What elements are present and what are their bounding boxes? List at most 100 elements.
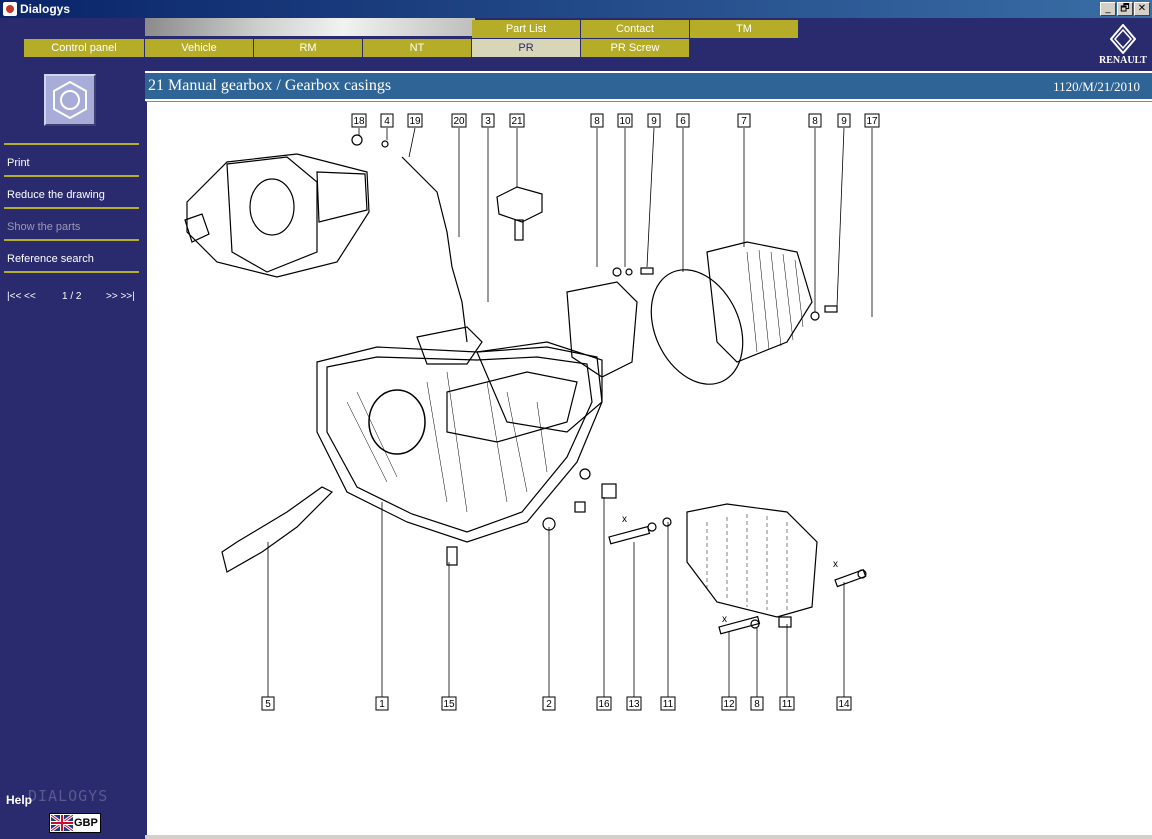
- callout-top-part-number[interactable]: 9: [651, 116, 657, 127]
- o-ring-illustration: [650, 269, 744, 385]
- close-button[interactable]: ✕: [1134, 2, 1150, 16]
- callout-bottom-part-number[interactable]: 11: [663, 699, 674, 710]
- restore-button[interactable]: 🗗: [1117, 2, 1133, 16]
- callout-box[interactable]: [596, 696, 612, 711]
- header-decorative-stripe: [145, 18, 475, 36]
- callout-box[interactable]: [407, 113, 423, 128]
- nav-tm-button[interactable]: TM: [690, 20, 799, 38]
- nav-control-panel-button[interactable]: Control panel: [24, 39, 145, 57]
- window-title: Dialogys: [20, 2, 71, 16]
- callout-bottom-part-number[interactable]: 12: [723, 699, 735, 710]
- fasteners-illustration: [351, 134, 867, 635]
- callout-top-part-number[interactable]: 20: [453, 116, 465, 127]
- gearbox-overview-illustration: [184, 153, 370, 278]
- callout-leaders: [267, 127, 873, 697]
- nav-nt-button[interactable]: NT: [363, 39, 472, 57]
- callout-bottom-part-number[interactable]: 5: [265, 699, 271, 710]
- pager-first-prev[interactable]: |<< <<: [7, 291, 36, 302]
- callout-box[interactable]: [351, 113, 367, 128]
- sidebar-divider: [4, 239, 139, 241]
- callout-box[interactable]: [808, 113, 822, 128]
- callout-box[interactable]: [375, 696, 389, 711]
- gearbox-casing-illustration: [316, 326, 603, 543]
- sidebar-divider: [4, 271, 139, 273]
- nav-pr-screw-button[interactable]: PR Screw: [581, 39, 690, 57]
- callout-top-part-number[interactable]: 19: [409, 116, 421, 127]
- callout-box[interactable]: [836, 696, 852, 711]
- pager-current-page: 1 / 2: [62, 291, 82, 302]
- nav-contact-button[interactable]: Contact: [581, 20, 690, 38]
- callout-box[interactable]: [380, 113, 394, 128]
- callout-top-part-number[interactable]: 10: [619, 116, 631, 127]
- breather-pipe-illustration: [401, 156, 468, 343]
- callout-bottom-part-number[interactable]: 1: [379, 699, 385, 710]
- callout-top-part-number[interactable]: 8: [812, 116, 818, 127]
- callout-bottom-part-number[interactable]: 13: [628, 699, 640, 710]
- callout-top-part-number[interactable]: 7: [741, 116, 747, 127]
- sidebar-item-print[interactable]: Print: [7, 157, 30, 169]
- callout-box[interactable]: [721, 696, 737, 711]
- pager-next-last[interactable]: >> >>|: [106, 291, 135, 302]
- minimize-button[interactable]: _: [1100, 2, 1116, 16]
- callout-box[interactable]: [779, 696, 795, 711]
- sidebar-item-reference-search[interactable]: Reference search: [7, 253, 94, 265]
- callout-bottom-part-number[interactable]: 2: [546, 699, 552, 710]
- sidebar-divider: [4, 143, 139, 145]
- callout-box[interactable]: [737, 113, 751, 128]
- callout-top-part-number[interactable]: 17: [866, 116, 878, 127]
- callout-box[interactable]: [590, 113, 604, 128]
- callout-box[interactable]: [542, 696, 556, 711]
- bottom-cover-plate-illustration: [686, 503, 818, 618]
- callout-top-part-number[interactable]: 18: [353, 116, 365, 127]
- breather-cap-illustration: [496, 186, 543, 241]
- page-title: 21 Manual gearbox / Gearbox casings: [148, 77, 392, 94]
- currency-selector[interactable]: GBP: [49, 813, 101, 833]
- currency-code: GBP: [74, 817, 98, 829]
- callout-top-part-number[interactable]: 21: [511, 116, 523, 127]
- renault-logo: RENAULT: [1096, 24, 1150, 70]
- renault-brand-text: RENAULT: [1099, 55, 1147, 66]
- document-reference: 1120/M/21/2010: [1053, 79, 1140, 94]
- callout-box[interactable]: [660, 696, 676, 711]
- callout-box[interactable]: [626, 696, 642, 711]
- dialogys-watermark: DIALOGYS: [28, 787, 109, 805]
- callout-box[interactable]: [647, 113, 661, 128]
- sidebar: Print Reduce the drawing Show the parts …: [0, 71, 145, 839]
- callout-box[interactable]: [837, 113, 851, 128]
- nav-part-list-button[interactable]: Part List: [472, 20, 581, 38]
- callout-box[interactable]: [451, 113, 467, 128]
- callout-box[interactable]: [676, 113, 690, 128]
- nav-vehicle-button[interactable]: Vehicle: [145, 39, 254, 57]
- uk-flag-icon: [51, 815, 73, 831]
- callout-bottom-part-number[interactable]: 11: [782, 699, 793, 710]
- callout-top-part-number[interactable]: 3: [485, 116, 491, 127]
- mounting-bracket-illustration: [221, 486, 334, 573]
- callout-bottom-part-number[interactable]: 15: [443, 699, 455, 710]
- sidebar-item-reduce-drawing[interactable]: Reduce the drawing: [7, 189, 105, 201]
- callout-box[interactable]: [509, 113, 525, 128]
- callout-top-part-number[interactable]: 6: [680, 116, 686, 127]
- help-link[interactable]: Help: [6, 793, 33, 807]
- callout-bottom-part-number[interactable]: 8: [754, 699, 760, 710]
- callout-box[interactable]: [864, 113, 880, 128]
- window-title-bar: Dialogys _ 🗗 ✕: [0, 0, 1152, 18]
- callout-top-part-number[interactable]: 9: [841, 116, 847, 127]
- nav-rm-button[interactable]: RM: [254, 39, 363, 57]
- dimension-mark: x: [722, 614, 727, 625]
- callout-top-part-number[interactable]: 4: [384, 116, 390, 127]
- app-header: Part List Contact TM Control panel Vehic…: [0, 18, 1152, 71]
- callout-box[interactable]: [481, 113, 495, 128]
- callout-box[interactable]: [617, 113, 633, 128]
- housing-cover-illustration: [706, 241, 813, 363]
- callouts-bottom-row: 5 1 15 2 16 13 11 12 8 11 14: [261, 696, 852, 711]
- callout-top-part-number[interactable]: 8: [594, 116, 600, 127]
- callout-bottom-part-number[interactable]: 14: [838, 699, 850, 710]
- callout-box[interactable]: [261, 696, 275, 711]
- callout-box[interactable]: [750, 696, 764, 711]
- callout-bottom-part-number[interactable]: 16: [598, 699, 610, 710]
- callout-box[interactable]: [441, 696, 457, 711]
- dimension-mark: x: [833, 559, 838, 570]
- nav-pr-button[interactable]: PR: [472, 39, 581, 57]
